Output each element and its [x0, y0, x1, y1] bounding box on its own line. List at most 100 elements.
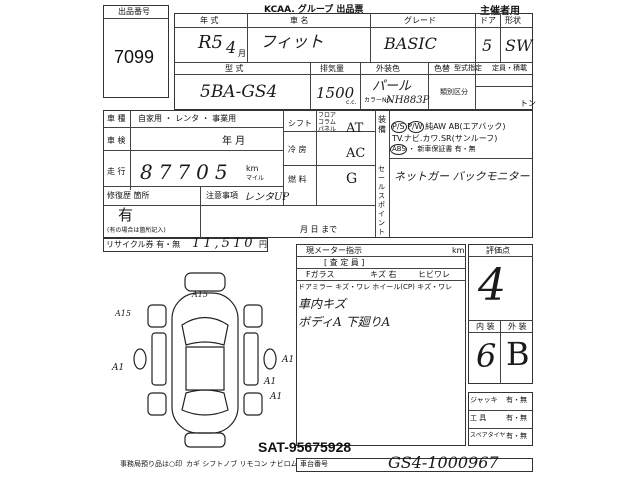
month-value: 4 [226, 38, 237, 57]
meter-box [296, 244, 466, 446]
name-label: 車 名 [290, 16, 309, 25]
repair-label: 修復歴 箇所 [107, 191, 150, 200]
exterior-score: B [506, 335, 530, 373]
custody-items: カギ シフトノブ リモコン ナビロム [186, 460, 298, 468]
crack-label: ヒビワレ [418, 270, 450, 279]
inspection-type-label: 型式指定 [454, 64, 482, 72]
inspection-value: 年 月 [222, 136, 246, 147]
mirror-row: ドアミラー キズ・ワレ ホイール(CP) キズ・ワレ [298, 283, 453, 291]
jack-value: 有・無 [506, 396, 527, 404]
equipment-line3: ABS ・ 新車保証書 有・無 [392, 145, 476, 153]
grade-label: 評価点 [486, 246, 510, 255]
equipment-line1: P/S P/W 純AW AB(エアバック) [392, 122, 506, 131]
lot-label: 出品番号 [118, 7, 150, 16]
glass-label: Fガラス [306, 270, 335, 279]
displacement-label: 排気量 [320, 64, 344, 73]
recycle-unit: 円 [259, 240, 267, 249]
exterior-grade-label: 外 装 [508, 322, 527, 331]
tools-box [468, 392, 533, 446]
displacement-unit: c.c. [346, 99, 357, 106]
meter-label: 現メーター指示 [306, 246, 362, 255]
damage-note-2: ボディA 下廻りA [298, 315, 391, 329]
main-form [174, 13, 533, 110]
recycle-label: リサイクル券 有・無 [106, 240, 181, 249]
damage-a1-left: A1 [112, 363, 125, 373]
shape-label: 形状 [505, 16, 521, 25]
car-diagram [133, 272, 277, 448]
grade-value: BASIC [384, 34, 437, 53]
inspection-label: 車 検 [107, 136, 126, 145]
brand-title: KCAA. グループ 出品票 [264, 5, 364, 15]
fuel-label: 燃 料 [288, 175, 307, 184]
capacity-unit: トン [520, 99, 536, 108]
damage-note-1: 車内キズ [298, 297, 347, 311]
repair-note: (有の場合は箇所記入) [107, 227, 166, 234]
shift-options: フロア コラム パネル [318, 112, 337, 133]
mileage-value: 87705 [140, 160, 234, 184]
chassis-number: GS4-1000967 [388, 453, 499, 472]
lot-number: 7099 [114, 47, 155, 67]
organizer-label: 主催者用 [480, 6, 520, 17]
recycle-value: 11,510 [192, 236, 256, 251]
shift-label: シフト [288, 119, 312, 128]
mileage-label: 走 行 [107, 167, 126, 176]
meter-unit: km [452, 246, 465, 255]
interior-score: 6 [476, 337, 497, 375]
model-value: 5BA-GS4 [200, 82, 278, 102]
custody-note: 事務局預り品は○印 [120, 460, 183, 468]
ac-value: AC [346, 146, 366, 161]
damage-a1-right2: A1 [264, 377, 277, 387]
shape-value: SW [505, 36, 533, 55]
watermark-id: SAT-95675928 [258, 439, 352, 455]
color-value: パール [372, 79, 412, 94]
tool-label: 工 具 [470, 414, 487, 422]
repair-value: 有 [118, 206, 134, 224]
month-unit: 月 [238, 49, 246, 58]
color-no-label: 色替 [434, 64, 450, 73]
equipment-label: 装備 [378, 115, 386, 134]
color-code: NH883P [386, 95, 430, 106]
grade-score: 4 [478, 260, 506, 311]
sales-point-value: ネットガー バックモニター [394, 170, 530, 183]
notes-suffix: 月 日 まで [300, 225, 338, 234]
chassis-label: 車台番号 [300, 460, 328, 468]
doors-label: ドア [480, 16, 496, 25]
model-label: 型 式 [225, 64, 244, 73]
ac-label: 冷 房 [288, 145, 307, 154]
capacity-label: 定員・積載 [492, 64, 527, 72]
spec-section [103, 110, 533, 238]
color-code-label: カラーNo. [364, 97, 392, 104]
notes-label: 注意事項 [206, 191, 238, 200]
notes-value: レンタUP [244, 192, 290, 203]
mile-unit: マイル [246, 175, 265, 182]
scratch-label: キズ 右 [370, 270, 397, 279]
use-label: 車 種 [107, 114, 126, 123]
sales-point-label: セールスポイント [378, 165, 385, 236]
car-name: フィット [260, 32, 324, 51]
fuel-value: G [346, 171, 358, 187]
tool-value: 有・無 [506, 414, 527, 422]
interior-label: 内 装 [476, 322, 495, 331]
inspector-label: [ 査 定 員 ] [324, 258, 365, 267]
damage-a1-right3: A1 [270, 392, 283, 402]
spare-label: スペアタイヤ [470, 432, 506, 439]
jack-label: ジャッキ [470, 396, 498, 404]
doors-value: 5 [482, 36, 493, 55]
spare-value: 有・無 [506, 432, 527, 440]
chassis-row [296, 458, 533, 472]
damage-a15-top: A15 [192, 290, 208, 299]
exterior-label: 外装色 [376, 64, 400, 73]
lot-number-box [103, 5, 169, 98]
equipment-line2: TV.ナビ.カワ.SR(サンルーフ) [392, 134, 498, 143]
damage-a15-left: A15 [115, 309, 131, 318]
category-label: 類別区分 [440, 88, 468, 96]
year-label: 年 式 [200, 16, 219, 25]
displacement-value: 1500 [316, 84, 355, 102]
year-value: R5 [198, 32, 224, 53]
use-options: 自家用 ・ レンタ ・ 事業用 [138, 114, 237, 123]
damage-a1-right1: A1 [282, 355, 295, 365]
recycle-row [103, 238, 268, 252]
km-unit: km [246, 164, 259, 173]
shift-value: AT [346, 121, 364, 136]
grade-label: グレード [404, 16, 436, 25]
